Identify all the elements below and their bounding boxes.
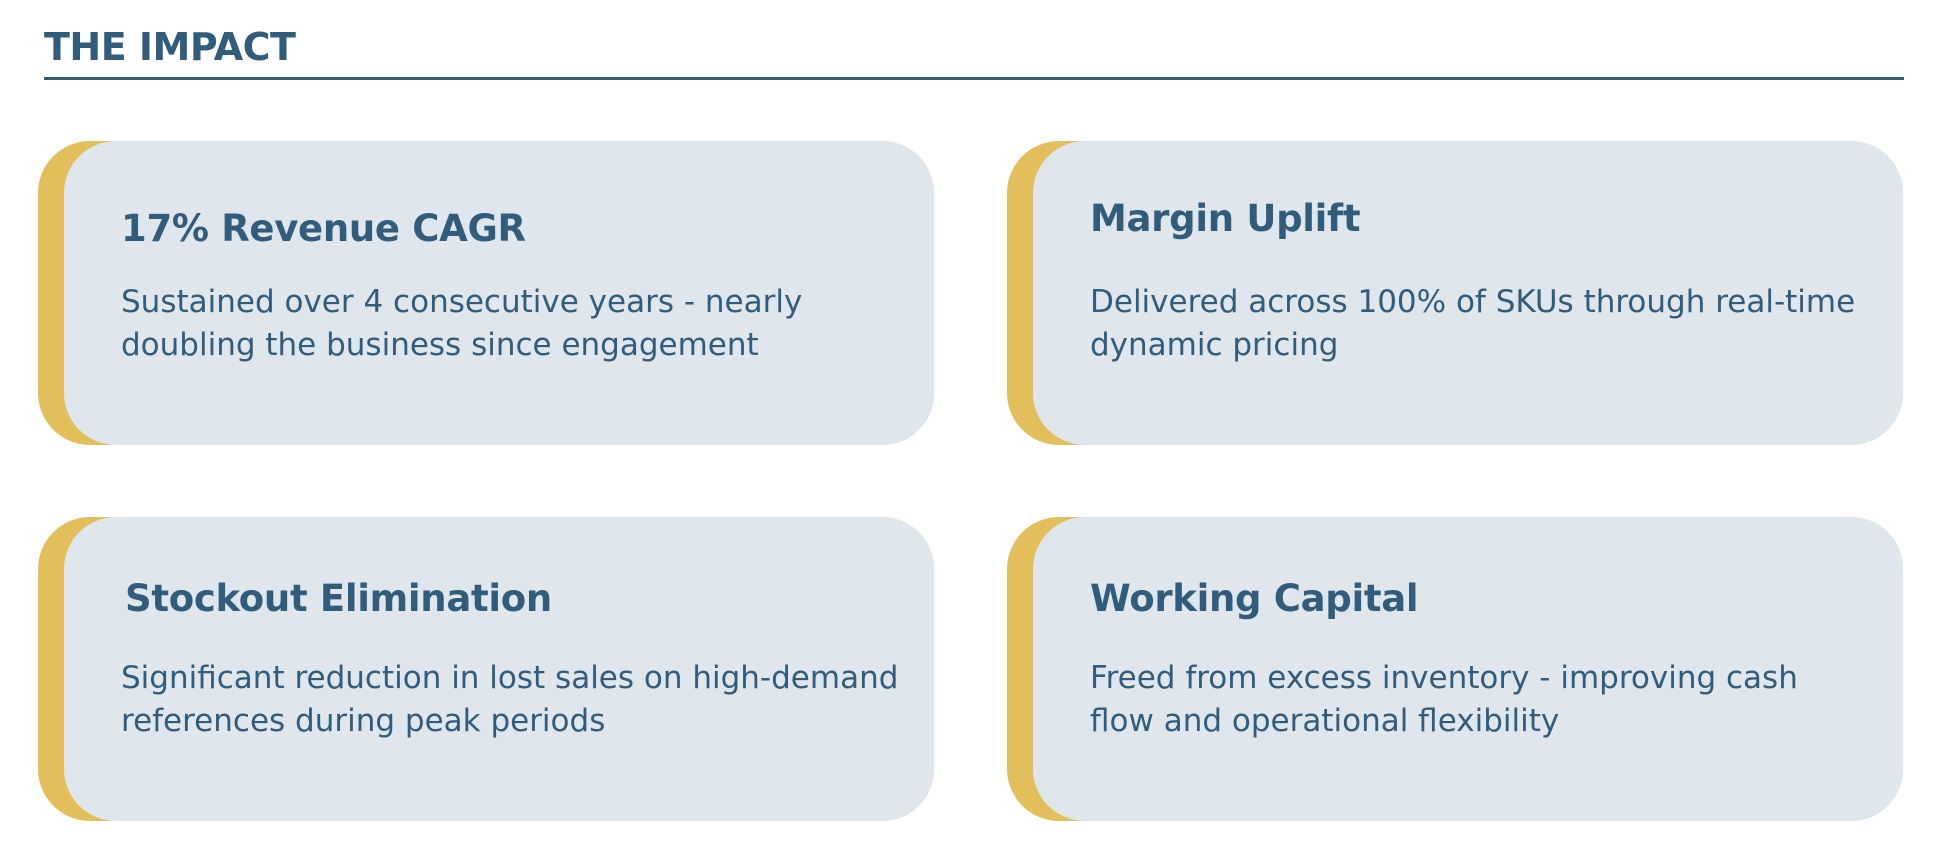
card-description: Delivered across 100% of SKUs through re… — [1090, 284, 1856, 363]
card-title: Margin Uplift — [1090, 197, 1361, 240]
impact-card-working-capital: Working Capital Freed from excess invent… — [1007, 517, 1903, 821]
card-title: Working Capital — [1090, 577, 1419, 620]
impact-card-margin: Margin Uplift Delivered across 100% of S… — [1007, 141, 1903, 445]
section-header: THE IMPACT — [44, 22, 1904, 80]
card-title: Stockout Elimination — [125, 577, 552, 620]
card-title: 17% Revenue CAGR — [121, 207, 526, 250]
card-body: 17% Revenue CAGR Sustained over 4 consec… — [64, 141, 934, 445]
card-description: Sustained over 4 consecutive years - nea… — [121, 284, 803, 363]
card-body: Margin Uplift Delivered across 100% of S… — [1033, 141, 1903, 445]
card-description: Freed from excess inventory - improving … — [1090, 660, 1798, 739]
card-body: Working Capital Freed from excess invent… — [1033, 517, 1903, 821]
impact-card-revenue: 17% Revenue CAGR Sustained over 4 consec… — [38, 141, 934, 445]
page-title: THE IMPACT — [44, 25, 296, 69]
card-body: Stockout Elimination Significant reducti… — [64, 517, 934, 821]
card-description: Significant reduction in lost sales on h… — [121, 660, 899, 739]
impact-card-stockout: Stockout Elimination Significant reducti… — [38, 517, 934, 821]
